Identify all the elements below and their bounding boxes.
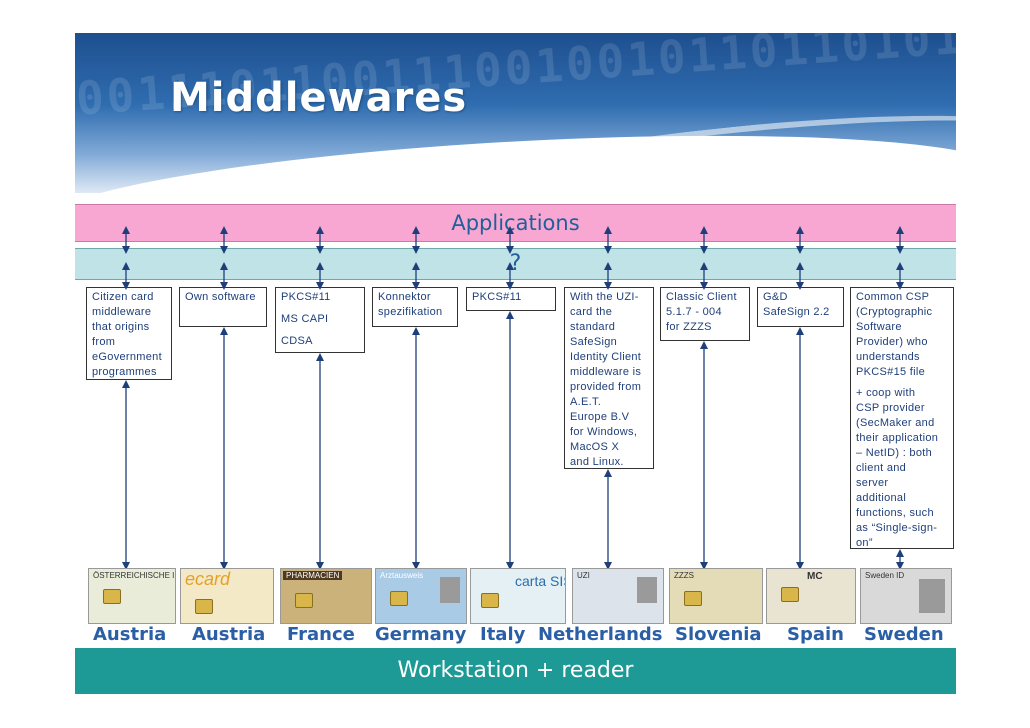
country-label-austria-2: Austria <box>192 624 266 645</box>
box-line: on” <box>856 537 873 549</box>
middleware-box-spain: G&D SafeSign 2.2 <box>757 287 844 327</box>
box-line: G&D <box>763 291 788 303</box>
box-line: 5.1.7 - 004 <box>666 306 722 318</box>
smartcard-sweden: Sweden ID <box>860 568 952 624</box>
middleware-label: ? <box>509 251 522 276</box>
middleware-box-netherlands: With the UZI- card the standard SafeSign… <box>564 287 654 469</box>
box-line: PKCS#15 file <box>856 366 926 378</box>
smartcard-italy: carta SISS <box>470 568 566 624</box>
box-line: Europe B.V <box>570 411 630 423</box>
box-line: A.E.T. <box>570 396 602 408</box>
box-line: middleware is <box>570 366 642 378</box>
box-line: Provider) who <box>856 336 928 348</box>
header-banner: 0011101100111001001011011010101001110101… <box>75 33 956 193</box>
chip-icon <box>103 589 121 604</box>
card-photo <box>440 577 460 603</box>
workstation-label: Workstation + reader <box>397 658 634 683</box>
box-line: from <box>92 336 116 348</box>
box-line: card the <box>570 306 613 318</box>
card-text: Arztausweis <box>380 571 424 580</box>
smartcard-germany: Arztausweis <box>375 568 467 624</box>
box-line: Common CSP <box>856 291 930 303</box>
box-line: Classic Client <box>666 291 737 303</box>
box-line: – NetID) : both <box>856 447 933 459</box>
box-line: Software <box>856 321 902 333</box>
box-line: understands <box>856 351 920 363</box>
card-text: MC <box>807 571 823 582</box>
card-text: PHARMACIEN <box>283 571 343 580</box>
slide-title: Middlewares <box>170 75 468 121</box>
box-line: PKCS#11 <box>281 291 331 303</box>
smartcard-austria-citizen: ÖSTERREICHISCHE IDENTITY CARD <box>88 568 176 624</box>
box-line: standard <box>570 321 616 333</box>
box-line: MacOS X <box>570 441 620 453</box>
smartcard-spain: MC <box>766 568 856 624</box>
card-text: Sweden ID <box>865 571 905 580</box>
box-line: Identity Client <box>570 351 642 363</box>
card-text: ecard <box>185 569 231 589</box>
middleware-box-france: PKCS#11 MS CAPI CDSA <box>275 287 365 353</box>
box-line: Own software <box>185 291 256 303</box>
country-label-slovenia: Slovenia <box>675 624 762 645</box>
middleware-box-austria-2: Own software <box>179 287 267 327</box>
chip-icon <box>781 587 799 602</box>
box-line: Citizen card <box>92 291 154 303</box>
box-line: MS CAPI <box>281 313 329 325</box>
country-label-spain: Spain <box>787 624 844 645</box>
box-line: additional <box>856 492 907 504</box>
box-line: (Cryptographic <box>856 306 933 318</box>
box-line: functions, such <box>856 507 934 519</box>
box-line: CSP provider <box>856 402 925 414</box>
chip-icon <box>684 591 702 606</box>
box-line: SafeSign <box>570 336 618 348</box>
smartcard-netherlands: UZI <box>572 568 664 624</box>
box-line: middleware <box>92 306 152 318</box>
card-photo <box>919 579 945 613</box>
box-line: spezifikation <box>378 306 443 318</box>
chip-icon <box>390 591 408 606</box>
box-line: programmes <box>92 366 157 378</box>
box-line: eGovernment <box>92 351 162 363</box>
box-line: for Windows, <box>570 426 638 438</box>
smartcard-france: PHARMACIEN <box>280 568 372 624</box>
middleware-box-slovenia: Classic Client 5.1.7 - 004 for ZZZS <box>660 287 750 341</box>
box-line: client and <box>856 462 907 474</box>
box-line: and Linux. <box>570 456 624 468</box>
box-line: SafeSign 2.2 <box>763 306 830 318</box>
box-line: With the UZI- <box>570 291 639 303</box>
country-label-italy: Italy <box>480 624 526 645</box>
box-line: as “Single-sign- <box>856 522 938 534</box>
card-text: ZZZS <box>674 571 694 580</box>
box-line: Konnektor <box>378 291 431 303</box>
applications-label: Applications <box>451 211 580 235</box>
card-text: UZI <box>577 571 590 580</box>
chip-icon <box>295 593 313 608</box>
box-line: CDSA <box>281 335 313 347</box>
card-photo <box>637 577 657 603</box>
workstation-band: Workstation + reader <box>75 648 956 694</box>
middleware-box-sweden: Common CSP (Cryptographic Software Provi… <box>850 287 954 549</box>
box-line: for ZZZS <box>666 321 712 333</box>
card-text: ÖSTERREICHISCHE IDENTITY CARD <box>93 571 175 580</box>
smartcard-slovenia: ZZZS <box>669 568 763 624</box>
box-line: provided from <box>570 381 642 393</box>
country-label-germany: Germany <box>375 624 467 645</box>
box-line: that origins <box>92 321 150 333</box>
box-line: PKCS#11 <box>472 291 522 303</box>
card-text: carta SISS <box>515 573 565 589</box>
box-line: server <box>856 477 889 489</box>
chip-icon <box>481 593 499 608</box>
country-label-netherlands: Netherlands <box>538 624 663 645</box>
box-line: (SecMaker and <box>856 417 935 429</box>
smartcard-austria-ecard: ecard <box>180 568 274 624</box>
country-label-france: France <box>287 624 355 645</box>
box-line: their application <box>856 432 939 444</box>
middleware-box-germany: Konnektor spezifikation <box>372 287 458 327</box>
country-label-austria-1: Austria <box>93 624 167 645</box>
box-line: + coop with <box>856 387 916 399</box>
country-label-sweden: Sweden <box>864 624 944 645</box>
chip-icon <box>195 599 213 614</box>
